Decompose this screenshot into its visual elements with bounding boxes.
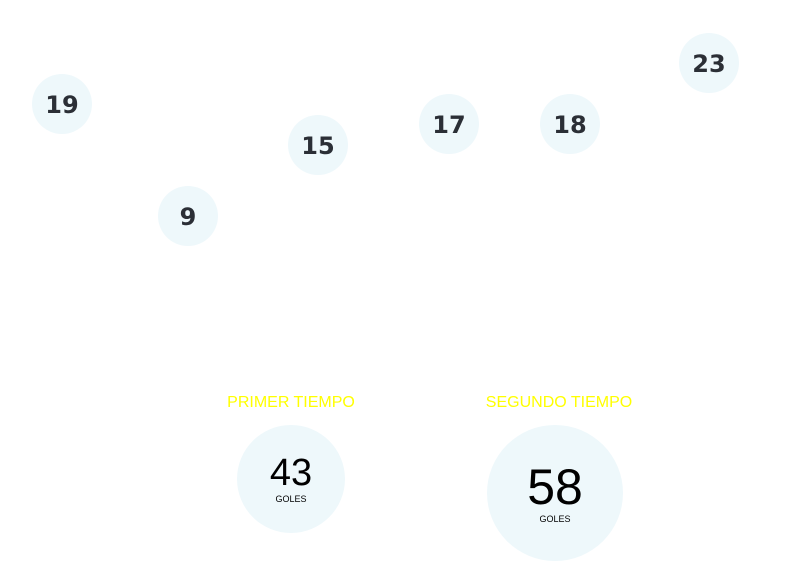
bubble-circle (32, 74, 92, 134)
second-half-title: SEGUNDO TIEMPO (485, 394, 633, 411)
bubble-circle (419, 94, 479, 154)
bubble-9: 9 (158, 186, 218, 246)
second-half-bubble: 58 GOLES (487, 425, 623, 561)
bubble-17: 17 (419, 94, 479, 154)
first-half-goals: 43 (269, 452, 313, 494)
bubble-label: 15 (301, 132, 334, 160)
bubble-label: 18 (553, 111, 586, 139)
bubble-chart: 19 9 15 17 18 23 (32, 33, 739, 246)
bubble-label: 17 (432, 111, 465, 139)
bubble-circle (158, 186, 218, 246)
bubble-label: 9 (180, 203, 197, 231)
bubble-23: 23 (679, 33, 739, 93)
bubble-circle (540, 94, 600, 154)
bubble-18: 18 (540, 94, 600, 154)
second-half-unit: GOLES (539, 514, 571, 524)
first-half-title: PRIMER TIEMPO (227, 394, 355, 411)
first-half-unit: GOLES (275, 494, 307, 504)
bubble-label: 19 (45, 91, 78, 119)
first-half-bubble: 43 GOLES (237, 425, 345, 533)
bubble-15: 15 (288, 115, 348, 175)
second-half-goals: 58 (527, 459, 583, 515)
bubble-circle (288, 115, 348, 175)
bubble-label: 23 (692, 50, 725, 78)
bubble-19: 19 (32, 74, 92, 134)
bubble-circle (679, 33, 739, 93)
